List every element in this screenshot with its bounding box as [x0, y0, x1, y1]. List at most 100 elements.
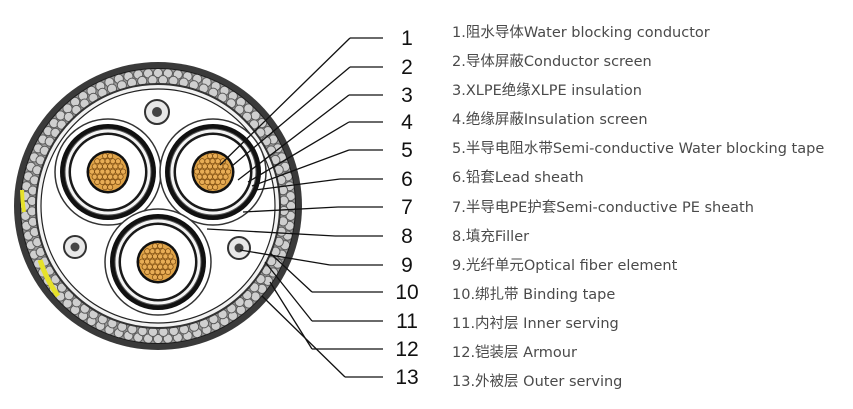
legend-item: 5.半导电阻水带Semi-conductive Water blocking t…	[452, 141, 825, 158]
conductor-wire	[112, 163, 119, 170]
conductor-wire	[157, 253, 164, 260]
leader-line	[254, 178, 341, 191]
conductor-wire	[204, 168, 211, 175]
optical-fiber-element	[63, 235, 87, 259]
leader-line	[251, 149, 350, 187]
tape-accent-left	[37, 259, 61, 298]
conductor-wire	[162, 253, 169, 260]
leader-line	[219, 37, 351, 166]
conductor-wire	[212, 184, 219, 191]
legend-item: 1.阻水导体Water blocking conductor	[452, 25, 710, 41]
leader-line	[239, 249, 331, 266]
conductor-wire	[165, 269, 171, 275]
callout-number: 4	[401, 111, 413, 134]
leader-line	[231, 66, 351, 167]
legend-item: 7.半导电PE护套Semi-conductive PE sheath	[452, 199, 754, 216]
conductor-wire	[152, 274, 158, 281]
conductor-wire	[162, 263, 169, 270]
conductor-wire	[152, 263, 158, 270]
conductor-wire	[109, 179, 116, 185]
armour-wire	[285, 200, 295, 212]
power-core	[104, 208, 212, 316]
callout-number: 2	[401, 56, 413, 79]
conductor-wire	[117, 173, 124, 180]
conductor-wire	[196, 163, 203, 170]
legend-item: 6.铅套Lead sheath	[452, 170, 584, 187]
conductor-wire	[199, 158, 206, 165]
armour-wire	[152, 333, 164, 343]
conductor-wire	[154, 269, 161, 275]
legend-item: 13.外被层 Outer serving	[452, 374, 623, 391]
conductor-wire	[141, 263, 148, 270]
conductor-wire	[139, 258, 145, 265]
legend-item: 12.铠装层 Armour	[452, 345, 577, 362]
conductor-wire	[199, 179, 206, 185]
conductor-wire	[165, 258, 171, 265]
conductor-wire	[99, 179, 106, 185]
conductor-wire	[212, 173, 219, 180]
legend-item: 4.绝缘屏蔽Insulation screen	[452, 112, 648, 129]
tape-accent-left-2	[20, 189, 26, 213]
conductor-wire	[204, 179, 211, 185]
conductor-wire	[94, 179, 101, 185]
conductor-wire	[109, 158, 116, 165]
conductor-wire	[91, 173, 98, 180]
conductor-wire	[149, 258, 156, 265]
conductor-wire	[107, 153, 114, 159]
conductor-wire	[99, 158, 106, 165]
conductor-wire	[159, 269, 166, 275]
conductor-wire	[165, 248, 171, 255]
callout-number: 10	[395, 281, 418, 304]
conductor-wire	[157, 274, 164, 281]
conductor-wire	[207, 184, 213, 191]
conductor-wire	[99, 168, 106, 175]
conductor-wire	[146, 263, 153, 270]
callout-number: 7	[401, 196, 413, 219]
optical-fiber-element	[227, 236, 251, 260]
conductor-wire	[104, 168, 111, 175]
legend-item: 8.填充Filler	[452, 228, 530, 245]
conductor-wire	[96, 173, 103, 180]
conductor-wire	[89, 168, 95, 175]
leader-line	[237, 94, 350, 181]
conductor-wire	[120, 168, 127, 175]
conductor-wire	[144, 248, 151, 255]
conductor-wire	[102, 173, 108, 180]
conductor-wire	[214, 158, 221, 165]
conductor-wire	[154, 258, 161, 265]
callout-number: 3	[401, 84, 413, 107]
conductor-wire	[222, 173, 229, 180]
callout-number: 8	[401, 225, 413, 248]
leader-line	[269, 252, 313, 293]
conductor-wire	[220, 168, 226, 175]
conductor-wire	[149, 269, 156, 275]
conductor-wire	[94, 168, 101, 175]
conductor-wire	[96, 163, 103, 170]
conductor-wire	[102, 163, 108, 170]
conductor-wire	[112, 173, 119, 180]
conductor-wire	[212, 153, 219, 159]
conductor-wire	[209, 168, 216, 175]
leader-line	[206, 228, 336, 237]
conductor-wire	[102, 184, 108, 191]
callout-number: 13	[395, 366, 418, 389]
callout-number: 11	[396, 310, 418, 333]
conductor-wire	[91, 163, 98, 170]
legend-item: 9.光纤单元Optical fiber element	[452, 257, 678, 274]
leader-line	[242, 206, 339, 213]
conductor-wire	[157, 263, 164, 270]
conductor-wire	[209, 179, 216, 185]
legend-item: 3.XLPE绝缘XLPE insulation	[452, 83, 642, 100]
optical-fiber-element	[144, 99, 170, 125]
conductor-wire	[94, 158, 101, 165]
conductor-wire	[217, 173, 224, 180]
conductor-wire	[201, 163, 208, 170]
conductor-wire	[170, 258, 177, 265]
conductor-wire	[209, 158, 216, 165]
conductor-wire	[159, 258, 166, 265]
legend-item: 11.内衬层 Inner serving	[452, 315, 619, 332]
conductor-wire	[115, 179, 121, 185]
callout-number: 5	[401, 139, 413, 162]
